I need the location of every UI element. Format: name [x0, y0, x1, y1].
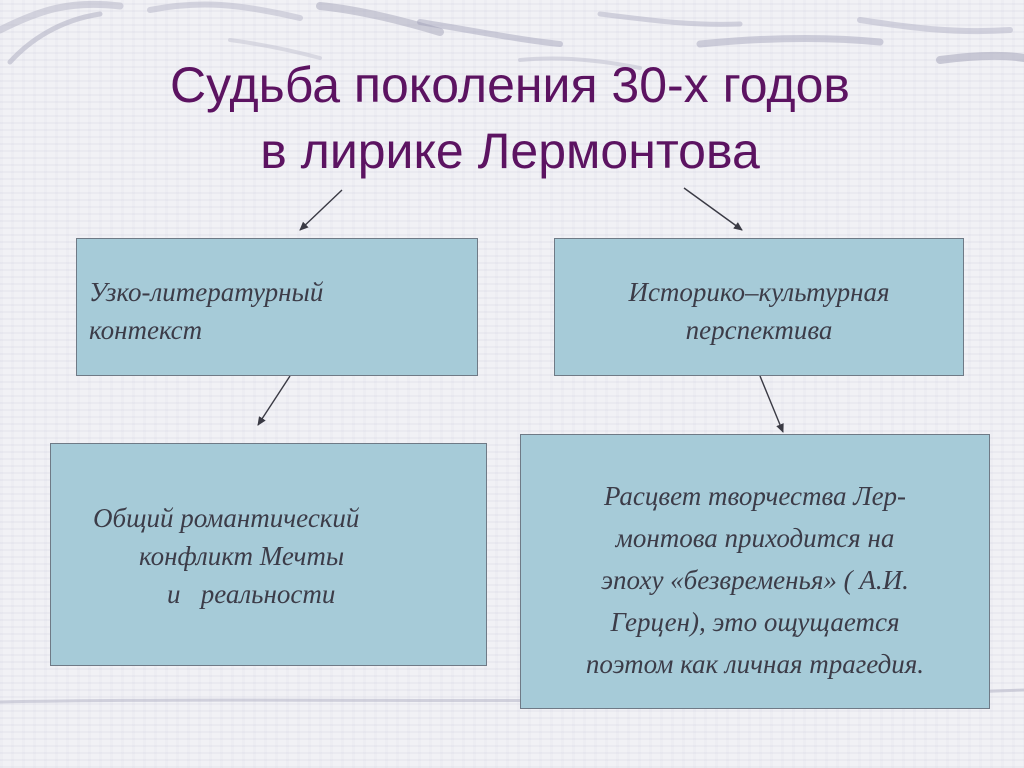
box-hist-line-1: Историко–культурная — [628, 277, 890, 307]
box-historical-cultural-perspective: Историко–культурная перспектива — [554, 238, 964, 376]
box-narrow-line-1: Узко-литературный — [89, 277, 324, 307]
box-hist-line-2: перспектива — [685, 315, 833, 345]
arrow-title-to-historical-perspective — [683, 187, 743, 231]
box-romantic-line-1: Общий романтический — [93, 503, 360, 533]
box-flourish-line-5: поэтом как личная трагедия. — [585, 649, 925, 679]
arrow-narrow-to-romantic — [257, 375, 291, 426]
box-romantic-conflict: Общий романтический конфликт Мечты и реа… — [50, 443, 487, 666]
slide-title-line-2: в лирике Лермонтова — [260, 123, 760, 179]
box-flourish-line-1: Расцвет творчества Лер- — [603, 481, 907, 511]
box-narrow-line-2: контекст — [89, 315, 203, 345]
slide-title: Судьба поколения 30-х годов в лирике Лер… — [60, 52, 960, 184]
box-flourish-line-3: эпоху «безвременья» ( А.И. — [601, 565, 909, 595]
slide-title-line-1: Судьба поколения 30-х годов — [170, 57, 850, 113]
box-romantic-line-2: конфликт Мечты — [139, 541, 345, 571]
box-romantic-line-3: и реальности — [167, 579, 336, 609]
box-lermontov-flourishing: Расцвет творчества Лер- монтова приходит… — [520, 434, 990, 709]
box-narrow-literary-context: Узко-литературный контекст — [76, 238, 478, 376]
arrow-title-to-narrow-context — [299, 189, 343, 231]
box-flourish-line-4: Герцен), это ощущается — [610, 607, 900, 637]
box-flourish-line-2: монтова приходится на — [615, 523, 895, 553]
arrow-historical-to-flourishing — [759, 375, 784, 433]
decorative-swirl-background — [0, 0, 1024, 70]
